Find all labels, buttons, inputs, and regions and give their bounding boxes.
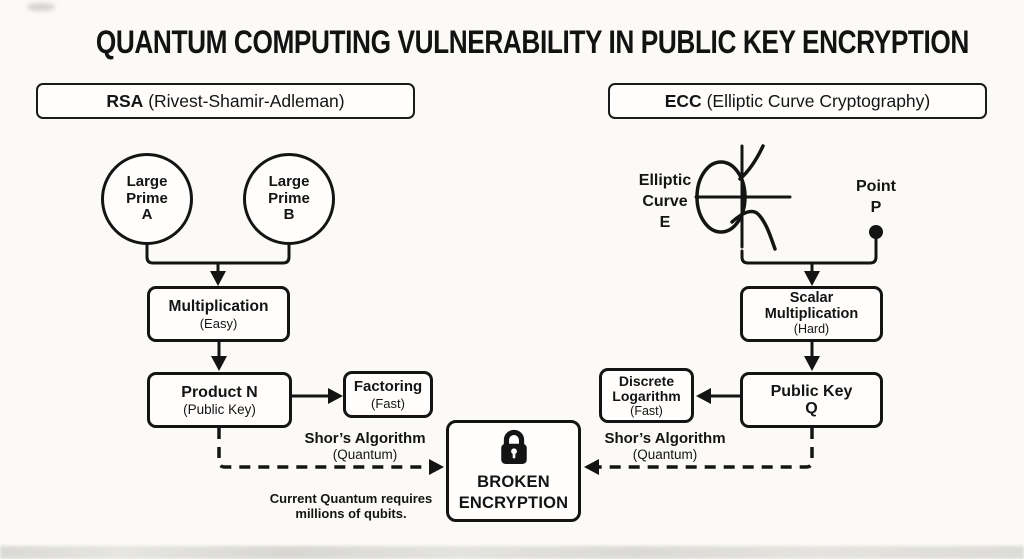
lock-icon <box>497 429 531 467</box>
discrete-title-line1: Discrete <box>618 372 675 389</box>
arrowhead-into-publickey <box>804 356 820 371</box>
elliptic-label-line2: Curve <box>642 193 688 210</box>
large-prime-b-node: Large Prime B <box>243 153 335 245</box>
rsa-shor-line1: Shor’s Algorithm <box>304 430 426 447</box>
public-key-letter: Q <box>805 400 818 417</box>
scalar-title-line2: Multiplication <box>764 305 859 322</box>
factoring-subtitle: (Fast) <box>371 396 405 411</box>
elliptic-label-letter: E <box>659 214 671 231</box>
arrowhead-into-scalar <box>804 271 820 286</box>
scalar-title-line1: Scalar <box>789 290 834 307</box>
rsa-merge-connector <box>145 241 291 265</box>
scalar-subtitle: (Hard) <box>793 322 830 337</box>
prime-a-letter: A <box>141 206 153 224</box>
prime-b-line1: Large <box>268 173 310 191</box>
discrete-subtitle: (Fast) <box>630 403 663 418</box>
ecc-shor-annotation: Shor’s Algorithm (Quantum) <box>590 430 740 463</box>
rsa-section-header: RSA (Rivest-Shamir-Adleman) <box>36 83 415 119</box>
scalar-multiplication-node: Scalar Multiplication (Hard) <box>740 286 883 342</box>
large-prime-a-node: Large Prime A <box>101 153 193 245</box>
broken-line2: ENCRYPTION <box>458 493 569 512</box>
discrete-title-line2: Logarithm <box>612 387 681 404</box>
ecc-header-rest: (Elliptic Curve Cryptography) <box>701 90 931 111</box>
prime-a-line1: Large <box>126 173 168 191</box>
point-label-line1: Point <box>856 178 896 195</box>
multiplication-title: Multiplication <box>168 297 269 315</box>
rsa-header-rest: (Rivest-Shamir-Adleman) <box>143 90 345 111</box>
ecc-shor-line1: Shor’s Algorithm <box>604 430 726 447</box>
elliptic-label-line1: Elliptic <box>638 172 692 189</box>
qubits-note-line1: Current Quantum requires <box>269 491 433 506</box>
elliptic-curve-upper-branch <box>738 144 765 181</box>
ecc-section-header: ECC (Elliptic Curve Cryptography) <box>608 83 987 119</box>
multiplication-subtitle: (Easy) <box>199 315 238 331</box>
arrowhead-into-multiplication <box>210 271 226 286</box>
product-n-node: Product N (Public Key) <box>147 372 292 428</box>
qubits-note-line2: millions of qubits. <box>295 506 407 521</box>
point-p-dot <box>869 225 883 239</box>
ecc-shor-dashed-path <box>598 428 814 469</box>
prime-b-line2: Prime <box>268 189 310 207</box>
arrowhead-into-product <box>211 356 227 371</box>
public-key-title: Public Key <box>770 383 853 400</box>
bottom-blur-band <box>0 546 1024 559</box>
elliptic-curve-label: Elliptic Curve E <box>623 170 707 233</box>
ecc-merge-connector <box>740 236 878 265</box>
arrowhead-into-broken-left <box>429 459 444 475</box>
page-title: QUANTUM COMPUTING VULNERABILITY IN PUBLI… <box>95 24 970 60</box>
top-left-smudge <box>27 3 55 11</box>
rsa-shor-annotation: Shor’s Algorithm (Quantum) <box>290 430 440 463</box>
product-n-title: Product N <box>181 383 258 401</box>
point-p-label: Point P <box>845 176 907 218</box>
rsa-abbr: RSA <box>106 90 144 111</box>
ecc-abbr: ECC <box>664 90 702 111</box>
discrete-logarithm-node: Discrete Logarithm (Fast) <box>599 368 694 423</box>
factoring-node: Factoring (Fast) <box>343 371 433 418</box>
public-key-q-node: Public Key Q <box>740 372 883 428</box>
arrowhead-into-factoring <box>328 388 343 404</box>
arrowhead-into-discrete <box>696 388 711 404</box>
prime-a-line2: Prime <box>126 189 168 207</box>
rsa-shor-dashed-path <box>217 428 430 469</box>
prime-b-letter: B <box>283 206 295 224</box>
ecc-shor-line2: (Quantum) <box>632 447 698 462</box>
arrowhead-into-broken-right <box>584 459 599 475</box>
point-label-letter: P <box>870 199 882 216</box>
product-n-subtitle: (Public Key) <box>183 401 256 417</box>
elliptic-curve-oval <box>695 160 747 234</box>
broken-encryption-node: BROKEN ENCRYPTION <box>446 420 581 522</box>
multiplication-node: Multiplication (Easy) <box>147 286 290 342</box>
broken-line1: BROKEN <box>477 472 550 491</box>
qubits-note: Current Quantum requires millions of qub… <box>256 491 446 521</box>
elliptic-curve-lower-branch <box>730 209 777 251</box>
factoring-title: Factoring <box>353 378 423 395</box>
rsa-shor-line2: (Quantum) <box>332 447 398 462</box>
